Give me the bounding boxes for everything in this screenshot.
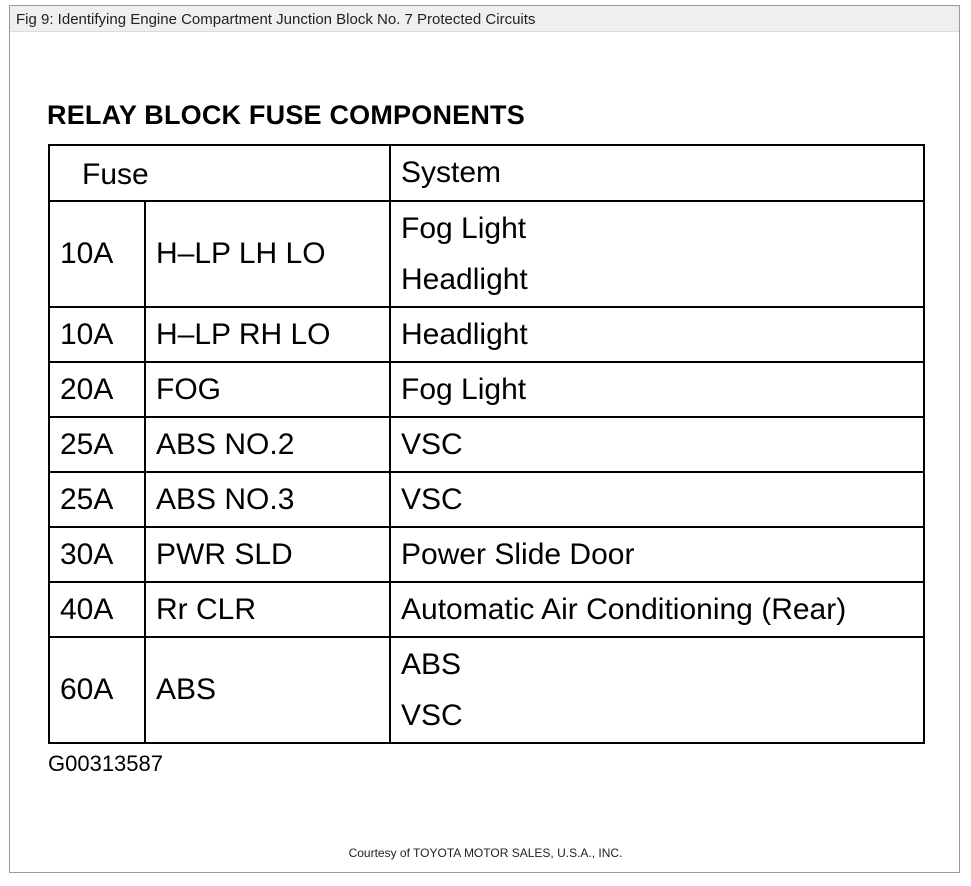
system-name: Fog Light xyxy=(401,212,527,245)
courtesy-line: Courtesy of TOYOTA MOTOR SALES, U.S.A., … xyxy=(348,846,623,860)
fuse-amperage: 40A xyxy=(48,581,146,638)
fuse-name: FOG xyxy=(143,361,392,418)
fuse-amperage: 10A xyxy=(48,200,146,308)
fuse-amperage: 20A xyxy=(48,361,146,418)
fuse-system-cell: Headlight xyxy=(389,306,926,363)
system-name: VSC xyxy=(401,428,463,461)
figure-code: G00313587 xyxy=(48,751,163,776)
caption-bar: Fig 9: Identifying Engine Compartment Ju… xyxy=(10,6,959,32)
fuse-name: ABS NO.2 xyxy=(143,416,392,473)
table-heading: RELAY BLOCK FUSE COMPONENTS xyxy=(47,100,525,130)
header-system: System xyxy=(389,144,926,202)
system-name: VSC xyxy=(401,699,463,732)
fuse-name: ABS xyxy=(143,636,392,744)
fuse-system-cell: Power Slide Door xyxy=(389,526,926,583)
system-name: Automatic Air Conditioning (Rear) xyxy=(401,593,847,626)
fuse-system-cell: VSC xyxy=(389,471,926,528)
fuse-name: H–LP LH LO xyxy=(143,200,392,308)
fuse-system-cell: VSC xyxy=(389,416,926,473)
fuse-name: PWR SLD xyxy=(143,526,392,583)
figure-caption: Fig 9: Identifying Engine Compartment Ju… xyxy=(16,11,536,28)
fuse-name: Rr CLR xyxy=(143,581,392,638)
fuse-amperage: 25A xyxy=(48,471,146,528)
fuse-amperage: 10A xyxy=(48,306,146,363)
system-name: Power Slide Door xyxy=(401,538,635,571)
figure-frame: Fig 9: Identifying Engine Compartment Ju… xyxy=(9,5,960,873)
fuse-amperage: 25A xyxy=(48,416,146,473)
fuse-name: H–LP RH LO xyxy=(143,306,392,363)
fuse-amperage: 30A xyxy=(48,526,146,583)
system-name: Headlight xyxy=(401,318,528,351)
system-name: ABS xyxy=(401,648,462,681)
header-fuse: Fuse xyxy=(47,144,392,202)
system-name: VSC xyxy=(401,483,463,516)
table-header-row: Fuse System xyxy=(47,144,926,202)
fuse-name: ABS NO.3 xyxy=(143,471,392,528)
fuse-amperage: 60A xyxy=(48,636,146,744)
system-name: Fog Light xyxy=(401,373,527,406)
system-name: Headlight xyxy=(401,263,528,296)
fuse-system-cell: Fog Light xyxy=(389,361,926,418)
fuse-system-cell: ABS VSC xyxy=(389,636,926,744)
fuse-system-cell: Automatic Air Conditioning (Rear) xyxy=(389,581,926,638)
